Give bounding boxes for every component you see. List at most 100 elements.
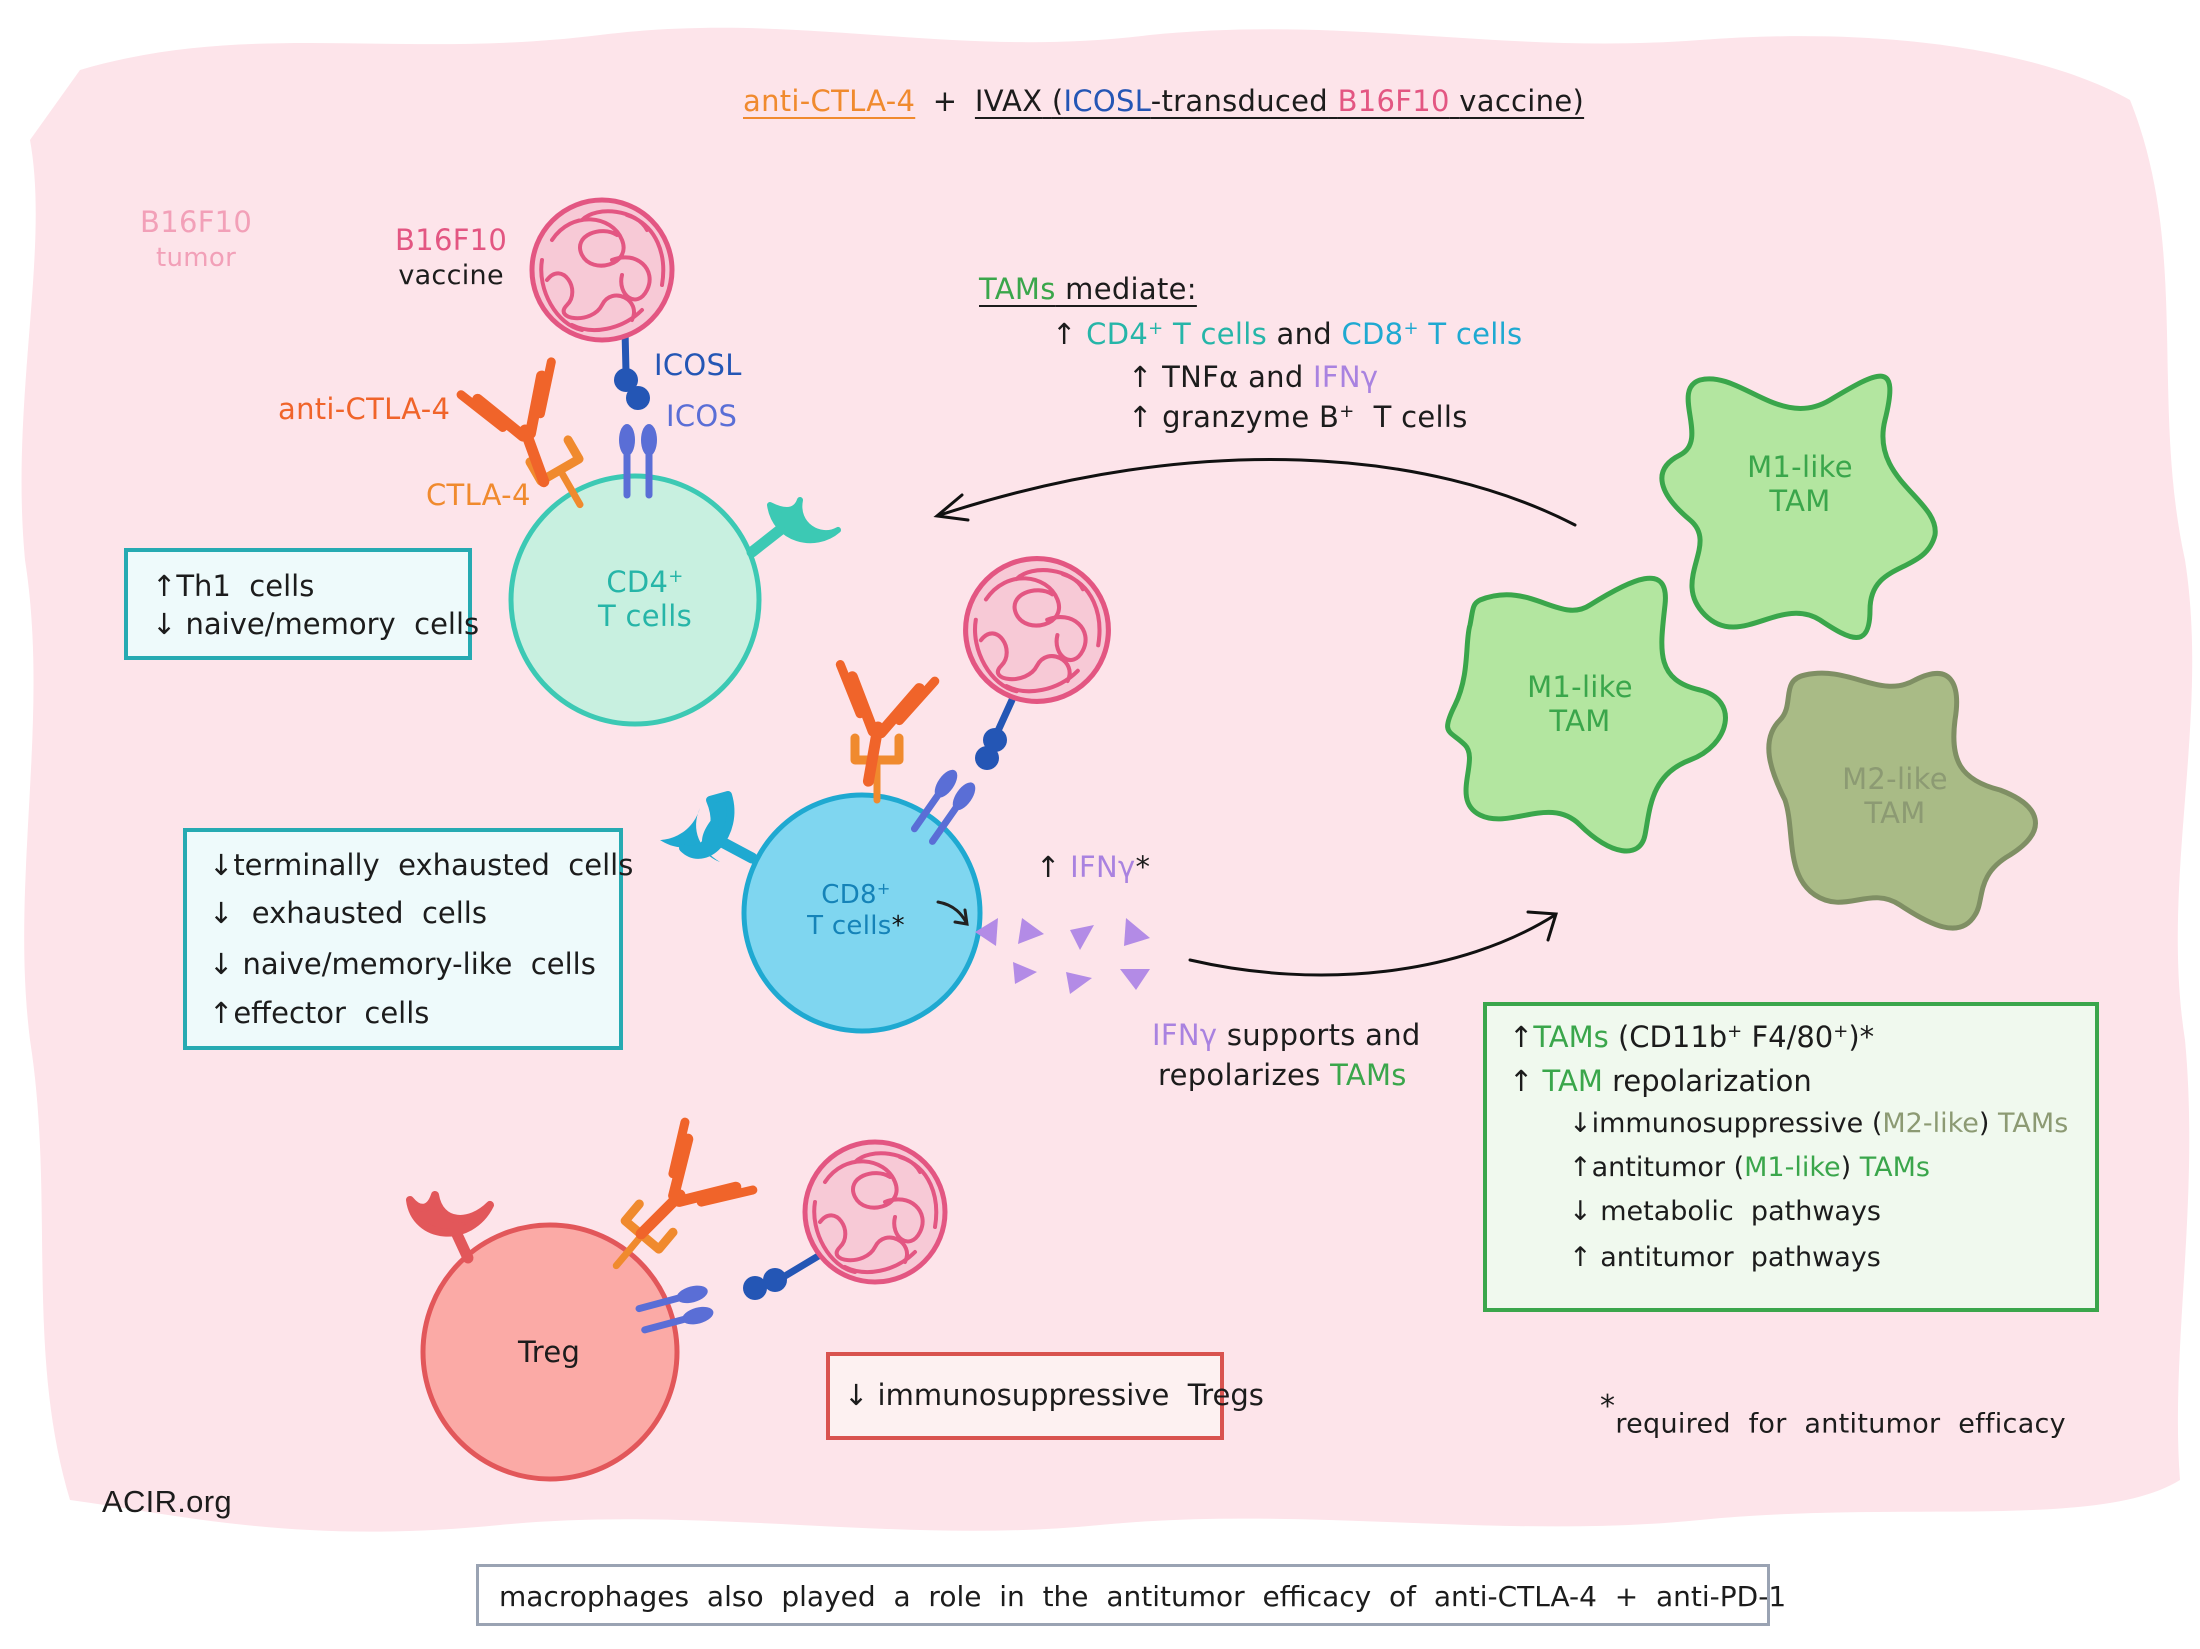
icosl-receptor-icon: [975, 696, 1016, 770]
arrow-down-icon: ↓: [1569, 1108, 1592, 1139]
cd4-tcell: [508, 473, 762, 727]
ifn-to-tam-arrow: [1188, 910, 1558, 977]
arrow-down-icon: ↓: [152, 607, 177, 641]
tam-mediate-line2: ↑ TNFα and IFNγ: [1128, 360, 1378, 394]
tam-effect-5-text: metabolic pathways: [1600, 1196, 1881, 1227]
cd8-tcell: [741, 792, 983, 1034]
arrow-up-icon: ↑: [152, 569, 177, 603]
tam-effect-1-tams: TAMs: [1533, 1020, 1609, 1054]
cd8-line2: T cells: [807, 911, 892, 941]
tam-effect-1-sup2: +: [1833, 1021, 1849, 1043]
title-ivax: IVAX: [974, 84, 1043, 118]
tam-mediate-line3: ↑ granzyme B+ T cells: [1128, 400, 1468, 434]
cd8-star: *: [891, 911, 905, 941]
cd4-effect-2-text: naive/memory cells: [185, 607, 480, 641]
arrow-up-icon: ↑: [1128, 360, 1153, 394]
tumor-label-line2: tumor: [156, 243, 237, 273]
cd8-effect-1: ↓terminally exhausted cells: [209, 848, 633, 882]
tam-mediate-tams: TAMs: [979, 272, 1056, 306]
treg-group: [406, 1122, 945, 1482]
tam-mediate-granzyme-tcells: T cells: [1354, 400, 1468, 434]
tam-effect-6: ↑ antitumor pathways: [1569, 1242, 1881, 1273]
tam-effect-3-text: immunosuppressive (: [1591, 1108, 1883, 1139]
tam-mediate-heading: TAMs mediate:: [979, 272, 1197, 306]
anti-ctla4-label: anti-CTLA-4: [278, 392, 451, 426]
cd8-effect-4-text: effector cells: [233, 996, 430, 1030]
cd8-effect-2-text: exhausted cells: [242, 896, 487, 930]
ifn-support-tams: TAMs: [1330, 1058, 1407, 1092]
icos-label: ICOS: [666, 399, 738, 433]
tam-effect-3-close: ): [1978, 1108, 1999, 1139]
tam-effect-4-tams: TAMs: [1859, 1152, 1930, 1183]
arrow-up-icon: ↑: [1509, 1064, 1534, 1098]
tam-effect-1-f480: F4/80: [1742, 1020, 1834, 1054]
arrow-up-icon: ↑: [1509, 1020, 1534, 1054]
tam-mediate-cd8-sup: +: [1403, 318, 1419, 340]
tumor-cell-icon: [805, 1142, 945, 1282]
arrow-up-icon: ↑: [1052, 317, 1077, 351]
tumor-label-line1: B16F10: [140, 205, 253, 239]
tam-effect-1-cd11b: (CD11b: [1608, 1020, 1728, 1054]
tam-mediate-granzyme: granzyme B: [1162, 400, 1340, 434]
m2-line1: M2-like: [1842, 762, 1948, 796]
cd4-effect-1-text: Th1 cells: [176, 569, 315, 603]
arrow-down-icon: ↓: [209, 848, 234, 882]
ifn-support-l2: repolarizes: [1158, 1058, 1331, 1092]
cd8-name: CD8: [821, 880, 877, 910]
m1-mid-label: M1-like TAM: [1520, 670, 1640, 738]
title-icosl: ICOSL: [1063, 84, 1151, 118]
tam-effect-6-text: antitumor pathways: [1600, 1242, 1881, 1273]
tam-effect-1-close: )*: [1848, 1020, 1875, 1054]
title-b16f10: B16F10: [1337, 84, 1450, 118]
tam-to-cd4-arrow: [933, 457, 1577, 527]
m1-top-line2: TAM: [1769, 484, 1831, 518]
tam-mediate-ifn: IFNγ: [1313, 360, 1379, 394]
cd4-cell-label: CD4+ T cells: [585, 565, 705, 633]
treg-effect-text: immunosuppressive Tregs: [877, 1378, 1264, 1412]
ifn-support-label: IFNγ supports and repolarizes TAMs: [1152, 1015, 1421, 1095]
arrow-down-icon: ↓: [209, 896, 234, 930]
vaccine-label-line1: B16F10: [395, 223, 508, 257]
m2-label: M2-like TAM: [1835, 762, 1955, 830]
arrow-up-icon: ↑: [1128, 400, 1153, 434]
arrow-up-icon: ↑: [1569, 1242, 1592, 1273]
arrow-down-icon: ↓: [1569, 1196, 1592, 1227]
m1-mid-line1: M1-like: [1527, 670, 1633, 704]
cd4-effects-box: ↑Th1 cells ↓ naive/memory cells: [124, 548, 479, 660]
ifn-increase-label: ↑ IFNγ*: [1036, 850, 1150, 884]
tam-mediate-and: and: [1267, 317, 1342, 351]
icosl-receptor-icon: [614, 326, 650, 410]
arrow-up-icon: ↑: [209, 996, 234, 1030]
treg-label: Treg: [518, 1335, 581, 1369]
cd4-line2: T cells: [597, 599, 693, 633]
footnote: *required for antitumor efficacy: [1600, 1392, 2066, 1440]
treg-effects-box: ↓ immunosuppressive Tregs: [826, 1352, 1264, 1440]
cd8-effect-3-text: naive/memory-like cells: [242, 947, 596, 981]
tam-effect-4: ↑antitumor (M1-like) TAMs: [1569, 1152, 1930, 1183]
treg-receptor-icon: [406, 1191, 494, 1264]
m1-top-label: M1-like TAM: [1740, 450, 1860, 518]
cd4-sup: +: [668, 566, 684, 588]
figure-title: anti-CTLA-4 + IVAX (ICOSL-transduced B16…: [743, 84, 1584, 118]
ifn-support-ifn: IFNγ: [1152, 1018, 1218, 1052]
ifn-label: IFNγ: [1070, 850, 1136, 884]
title-ivax-phrase: IVAX (ICOSL-transduced B16F10 vaccine): [975, 84, 1584, 118]
ifn-triangle-icon: [975, 918, 1150, 994]
title-anti-ctla4: anti-CTLA-4: [743, 84, 916, 118]
tam-effect-2: ↑ TAM repolarization: [1509, 1064, 1812, 1098]
arrow-down-icon: ↓: [209, 947, 234, 981]
tam-mediate-rest: mediate:: [1055, 272, 1197, 306]
cd4-receptor-icon: [746, 497, 841, 558]
m1-like-tam-top: [1659, 373, 1938, 640]
icosl-label: ICOSL: [654, 348, 742, 382]
cd8-cell-label: CD8+ T cells*: [786, 880, 926, 942]
tam-mediate-tcells1: T cells: [1163, 317, 1267, 351]
tumor-cell-icon: [966, 559, 1109, 702]
tam-effect-1-sup1: +: [1727, 1021, 1743, 1043]
vaccine-tumor-cell-icon: [532, 200, 672, 340]
tam-mediate-cd8: CD8: [1341, 317, 1404, 351]
tam-mediate-tcells2: T cells: [1418, 317, 1523, 351]
m2-like-tam: [1766, 670, 2038, 931]
tam-effect-4-close: ): [1840, 1152, 1860, 1183]
cd4-effect-1: ↑Th1 cells: [152, 569, 314, 603]
